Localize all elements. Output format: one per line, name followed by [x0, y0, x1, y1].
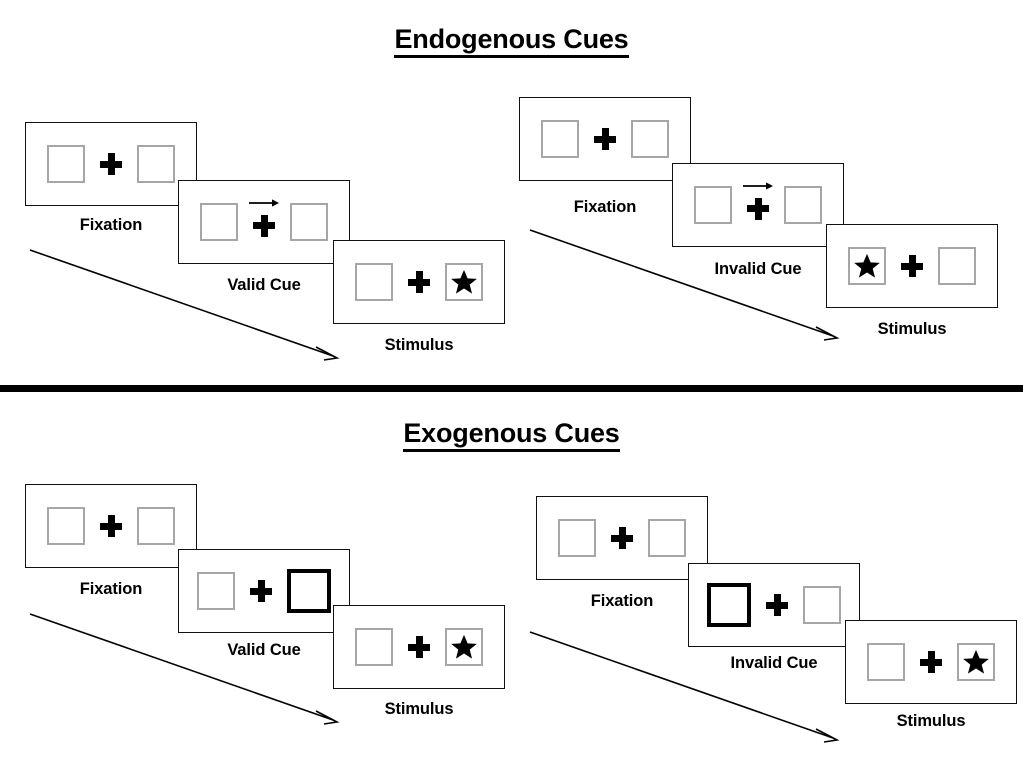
- frame-caption-endogenous-invalid-fixation: Fixation: [573, 198, 637, 216]
- section-divider: [0, 385, 1023, 392]
- star-target-icon: [451, 269, 477, 294]
- fixation-cross-icon: [594, 128, 616, 150]
- left-placeholder-box: [197, 572, 235, 610]
- frame-caption-endogenous-valid-cue: Valid Cue: [227, 276, 301, 294]
- frame-caption-endogenous-valid-fixation: Fixation: [79, 216, 143, 234]
- section-title-endogenous: Endogenous Cues: [0, 24, 1023, 58]
- left-placeholder-box: [47, 145, 85, 183]
- right-placeholder-box: [784, 186, 822, 224]
- frame-caption-endogenous-invalid-cue: Invalid Cue: [714, 260, 802, 278]
- timeline-arrow-exogenous-valid: [28, 612, 348, 730]
- right-placeholder-box: [938, 247, 976, 285]
- timeline-arrow-endogenous-valid: [28, 248, 348, 366]
- frame-caption-endogenous-valid-stimulus: Stimulus: [384, 336, 454, 354]
- frame-exogenous-valid-stimulus: [333, 605, 505, 689]
- fixation-center: [886, 242, 938, 290]
- fixation-cross-icon: [747, 197, 769, 220]
- section-title-exogenous: Exogenous Cues: [0, 418, 1023, 452]
- target-box-right: [957, 643, 995, 681]
- cued-box-right: [287, 569, 331, 613]
- left-placeholder-box: [200, 203, 238, 241]
- right-placeholder-box: [290, 203, 328, 241]
- fixation-center: [579, 115, 631, 163]
- frame-exogenous-valid-fixation: [25, 484, 197, 568]
- frame-caption-exogenous-valid-fixation: Fixation: [79, 580, 143, 598]
- star-target-icon: [451, 634, 477, 659]
- frame-exogenous-invalid-fixation: [536, 496, 708, 580]
- fixation-cross-icon: [250, 580, 272, 602]
- fixation-cross-icon: [408, 636, 430, 658]
- left-placeholder-box: [558, 519, 596, 557]
- fixation-center: [85, 502, 137, 550]
- frame-exogenous-invalid-cue: [688, 563, 860, 647]
- fixation-center: [393, 623, 445, 671]
- fixation-cross-icon: [901, 255, 923, 277]
- cue-arrow-right-icon: [247, 196, 281, 208]
- frame-endogenous-invalid-fixation: [519, 97, 691, 181]
- frame-caption-exogenous-valid-stimulus: Stimulus: [384, 700, 454, 718]
- fixation-cross-icon: [408, 271, 430, 293]
- frame-endogenous-valid-fixation: [25, 122, 197, 206]
- fixation-cross-icon: [100, 153, 122, 175]
- frame-endogenous-invalid-cue: [672, 163, 844, 247]
- fixation-cross-icon: [100, 515, 122, 537]
- frame-caption-exogenous-valid-cue: Valid Cue: [227, 641, 301, 659]
- left-placeholder-box: [867, 643, 905, 681]
- star-target-icon: [963, 649, 989, 674]
- frame-caption-exogenous-invalid-cue: Invalid Cue: [730, 654, 818, 672]
- frame-exogenous-valid-cue: [178, 549, 350, 633]
- timeline-arrow-exogenous-invalid: [528, 630, 848, 748]
- fixation-center: [235, 567, 287, 615]
- section-title-endogenous-text: Endogenous Cues: [394, 24, 629, 58]
- frame-endogenous-invalid-stimulus: [826, 224, 998, 308]
- fixation-center: [238, 198, 290, 246]
- cued-box-left: [707, 583, 751, 627]
- fixation-center: [905, 638, 957, 686]
- right-placeholder-box: [648, 519, 686, 557]
- cue-arrow-right-icon: [741, 179, 775, 191]
- star-target-icon: [854, 253, 880, 278]
- frame-exogenous-invalid-stimulus: [845, 620, 1017, 704]
- target-box-right: [445, 263, 483, 301]
- fixation-cross-icon: [920, 651, 942, 673]
- timeline-arrow-endogenous-invalid: [528, 228, 848, 346]
- right-placeholder-box: [631, 120, 669, 158]
- left-placeholder-box: [541, 120, 579, 158]
- frame-caption-endogenous-invalid-stimulus: Stimulus: [877, 320, 947, 338]
- frame-endogenous-valid-stimulus: [333, 240, 505, 324]
- fixation-cross-icon: [611, 527, 633, 549]
- fixation-center: [596, 514, 648, 562]
- fixation-center: [732, 181, 784, 229]
- fixation-cross-icon: [253, 214, 275, 237]
- frame-caption-exogenous-invalid-fixation: Fixation: [590, 592, 654, 610]
- fixation-cross-icon: [766, 594, 788, 616]
- fixation-center: [85, 140, 137, 188]
- section-title-exogenous-text: Exogenous Cues: [403, 418, 620, 452]
- right-placeholder-box: [803, 586, 841, 624]
- right-placeholder-box: [137, 507, 175, 545]
- left-placeholder-box: [355, 263, 393, 301]
- target-box-left: [848, 247, 886, 285]
- left-placeholder-box: [694, 186, 732, 224]
- target-box-right: [445, 628, 483, 666]
- fixation-center: [751, 581, 803, 629]
- right-placeholder-box: [137, 145, 175, 183]
- left-placeholder-box: [355, 628, 393, 666]
- frame-caption-exogenous-invalid-stimulus: Stimulus: [896, 712, 966, 730]
- left-placeholder-box: [47, 507, 85, 545]
- fixation-center: [393, 258, 445, 306]
- frame-endogenous-valid-cue: [178, 180, 350, 264]
